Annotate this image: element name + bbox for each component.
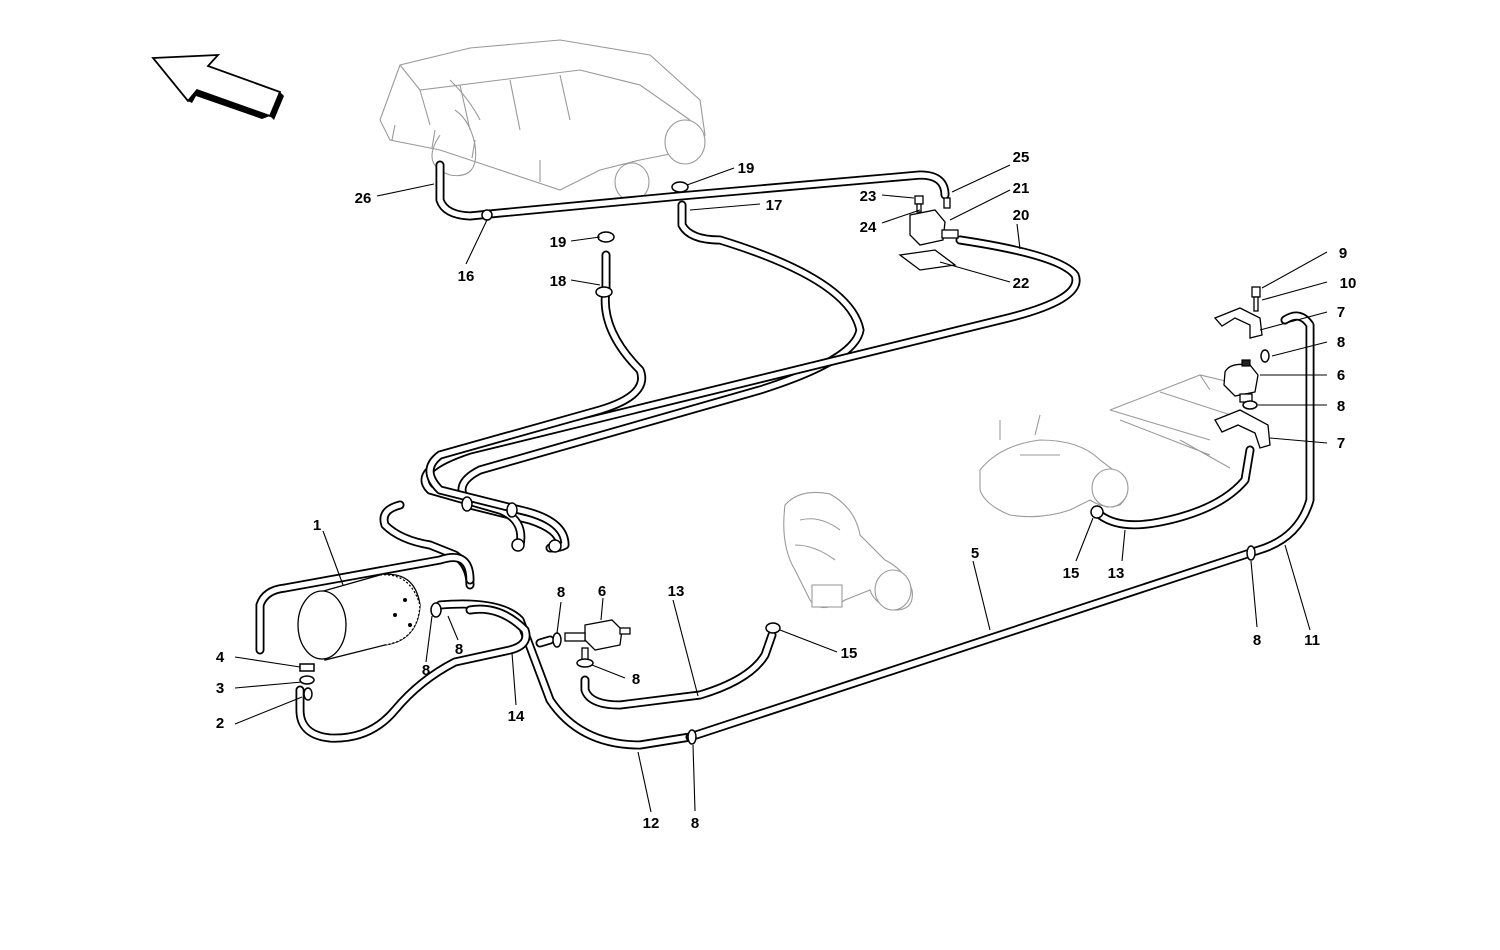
callout-22: 22 — [1013, 275, 1030, 292]
callout-21: 21 — [1013, 180, 1030, 197]
callout-15-center: 15 — [841, 645, 858, 662]
callout-8-f: 8 — [1253, 632, 1261, 649]
callout-16: 16 — [458, 268, 475, 285]
callout-6-left: 6 — [598, 583, 606, 600]
callout-5: 5 — [971, 545, 979, 562]
callout-13-right: 13 — [1108, 565, 1125, 582]
callout-17: 17 — [766, 197, 783, 214]
callout-8-d: 8 — [632, 671, 640, 688]
callout-14: 14 — [508, 708, 525, 725]
screw — [1251, 286, 1261, 312]
solenoid-valve-left — [564, 619, 631, 661]
callout-12: 12 — [643, 815, 660, 832]
direction-arrow-icon — [151, 54, 284, 120]
callout-19-lower: 19 — [550, 234, 567, 251]
callout-18: 18 — [550, 273, 567, 290]
intake-duct-center — [783, 491, 913, 611]
callout-8-b: 8 — [422, 662, 430, 679]
callout-6-right: 6 — [1337, 367, 1345, 384]
callout-15-right: 15 — [1063, 565, 1080, 582]
callout-7-lower: 7 — [1337, 435, 1345, 452]
callout-8-c: 8 — [455, 641, 463, 658]
callout-8-e: 8 — [691, 815, 699, 832]
solenoid-valve-right — [1223, 359, 1259, 403]
callout-8-h: 8 — [1337, 398, 1345, 415]
callout-8-g: 8 — [1337, 334, 1345, 351]
engine-intake-plenum — [379, 39, 706, 202]
callout-19-upper: 19 — [738, 160, 755, 177]
callout-1: 1 — [313, 517, 321, 534]
bracket-upper — [1213, 307, 1263, 339]
callout-20: 20 — [1013, 207, 1030, 224]
callout-3: 3 — [216, 680, 224, 697]
solenoid-valve-upper — [898, 195, 959, 271]
callout-24: 24 — [860, 219, 877, 236]
callout-26: 26 — [355, 190, 372, 207]
bracket-lower — [1214, 409, 1271, 449]
intake-duct-right — [979, 414, 1129, 518]
callout-2: 2 — [216, 715, 224, 732]
hose-network — [255, 160, 1315, 750]
callout-13-left: 13 — [668, 583, 685, 600]
callout-labels: 1 2 3 4 5 6 6 7 7 8 8 8 8 8 8 8 8 9 10 1… — [216, 149, 1357, 832]
callout-4: 4 — [216, 649, 225, 666]
callout-7-upper: 7 — [1337, 304, 1345, 321]
callout-10: 10 — [1340, 275, 1357, 292]
hose-clamps — [299, 181, 1270, 745]
callout-25: 25 — [1013, 149, 1030, 166]
callout-23: 23 — [860, 188, 877, 205]
carbon-canister — [297, 573, 421, 661]
callout-11: 11 — [1304, 632, 1320, 649]
leader-lines — [234, 164, 1328, 813]
chassis-frame — [1109, 374, 1241, 469]
callout-9: 9 — [1339, 245, 1347, 262]
callout-8-a: 8 — [557, 584, 565, 601]
